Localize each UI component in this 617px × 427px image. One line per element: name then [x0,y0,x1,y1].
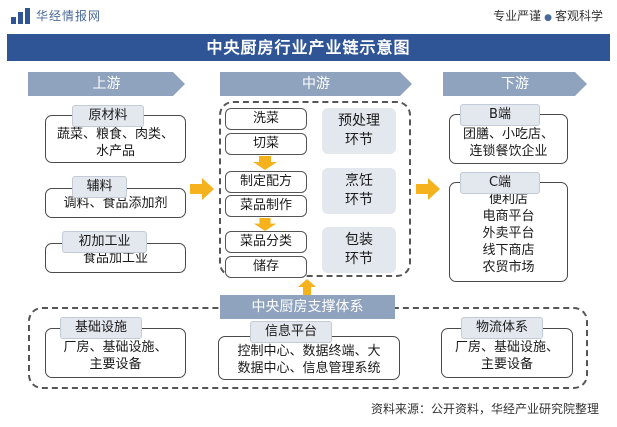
c-side-line-1: 便利店 [488,192,528,207]
page-title: 中央厨房行业产业链示意图 [7,34,610,61]
b-side-label: B端 [460,104,540,126]
step-cut: 切菜 [225,133,307,155]
arrow-right-icon [190,178,214,200]
step-classify: 菜品分类 [225,231,307,253]
phase-cooking-line-2: 环节 [345,192,373,208]
c-side-label: C端 [460,172,540,194]
midstream-container [219,101,411,277]
c-side-line-2: 电商平台 [482,209,535,224]
primary-processing-label: 初加工业 [62,231,147,253]
source-note: 资料来源：公开资料，华经产业研究院整理 [370,402,599,416]
step-store: 储存 [225,256,307,278]
dot-separator-icon: ● [544,13,552,23]
logistics-line-1: 厂房、基础设施、 [454,340,559,355]
step-recipe: 制定配方 [225,171,307,193]
b-side-line-1: 团膳、小吃店、 [462,127,554,142]
infrastructure-line-2: 主要设备 [89,357,142,372]
stage-upstream: 上游 [28,72,185,96]
stage-midstream: 中游 [220,72,412,96]
logistics-line-2: 主要设备 [480,357,533,372]
info-platform-label: 信息平台 [250,321,332,343]
brand-name: 华经情报网 [36,9,102,23]
arrow-up-icon [298,279,316,295]
slogan-right: 客观科学 [554,9,603,23]
logistics-label: 物流体系 [461,317,543,339]
arrow-right-icon [416,178,440,200]
raw-materials-line-1: 蔬菜、粮食、肉类、 [56,127,174,142]
slogan-left: 专业严谨 [493,9,542,23]
b-side-line-2: 连锁餐饮企业 [469,144,548,159]
step-cook: 菜品制作 [225,195,307,217]
phase-preprocess: 预处理 环节 [322,108,396,154]
support-title: 中央厨房支撑体系 [220,295,395,319]
info-platform-box: 控制中心、数据终端、大 数据中心、信息管理系统 [218,336,400,380]
arrow-down-icon [253,156,277,170]
phase-preprocess-line-1: 预处理 [338,113,380,129]
infrastructure-line-1: 厂房、基础设施、 [63,340,168,355]
auxiliary-label: 辅料 [72,176,127,198]
phase-packaging: 包装 环节 [322,227,396,273]
phase-cooking-line-1: 烹饪 [345,173,373,189]
logo-icon [11,8,30,24]
phase-packaging-line-2: 环节 [345,251,373,267]
info-platform-line-2: 数据中心、信息管理系统 [237,361,381,376]
phase-cooking: 烹饪 环节 [322,168,396,214]
c-side-line-5: 农贸市场 [482,260,535,275]
arrow-down-icon [253,218,277,231]
c-side-line-3: 外卖平台 [482,226,535,241]
c-side-box: 便利店 电商平台 外卖平台 线下商店 农贸市场 [449,182,568,282]
step-wash: 洗菜 [225,108,307,130]
slogan: 专业严谨●客观科学 [493,7,603,27]
stage-downstream: 下游 [443,72,587,96]
c-side-line-4: 线下商店 [482,243,535,258]
auxiliary-line-1: 调料、食品添加剂 [63,196,168,211]
raw-materials-line-2: 水产品 [95,144,135,159]
info-platform-line-1: 控制中心、数据终端、大 [237,344,381,359]
primary-processing-line-1: 食品加工业 [82,251,148,266]
phase-packaging-line-1: 包装 [345,232,373,248]
infrastructure-label: 基础设施 [60,317,142,339]
phase-preprocess-line-2: 环节 [345,132,373,148]
raw-materials-label: 原材料 [72,105,144,127]
